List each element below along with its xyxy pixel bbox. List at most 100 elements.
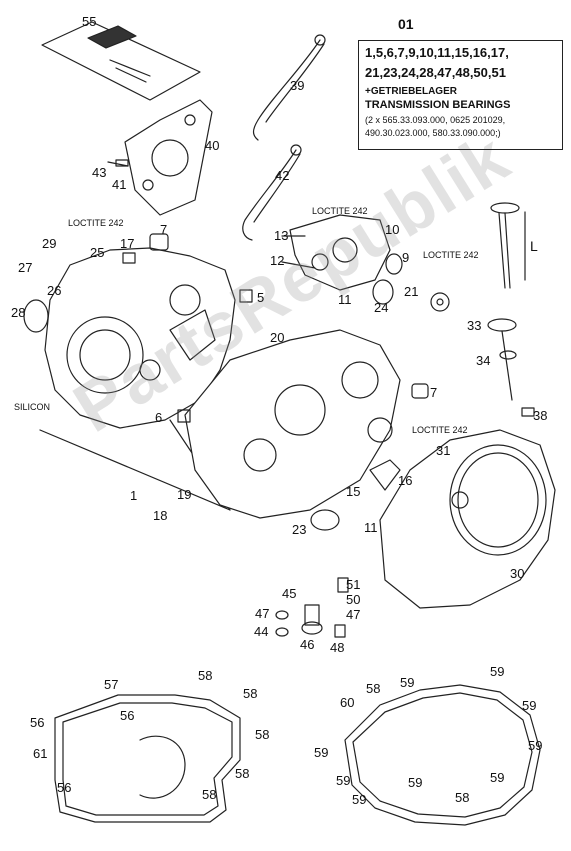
part-label: 29: [42, 236, 57, 251]
part-label: 60: [340, 695, 355, 710]
part-label: 56: [30, 715, 45, 730]
part-label: 28: [11, 305, 26, 320]
info-line-3: +GETRIEBELAGER: [365, 86, 457, 97]
part-label: 59: [528, 738, 543, 753]
part-label: 34: [476, 353, 491, 368]
part-label: 41: [112, 177, 127, 192]
part-label: 50: [346, 592, 361, 607]
chain-guide-42: [242, 144, 302, 241]
part-label: 58: [198, 668, 213, 683]
part-label: 43: [92, 165, 107, 180]
part-label: 21: [404, 284, 419, 299]
oil-screen-46: [304, 604, 320, 626]
part-label: 7: [160, 222, 168, 237]
part-label: 48: [330, 640, 345, 655]
part-label: 15: [346, 484, 361, 499]
part-label: 19: [177, 487, 192, 502]
part-label: 59: [314, 745, 329, 760]
part-label: 47: [255, 606, 270, 621]
part-label: 58: [366, 681, 381, 696]
part-label: 10: [385, 222, 400, 237]
part-label: 47: [346, 607, 361, 622]
part-label: 27: [18, 260, 33, 275]
plug-48: [334, 624, 346, 638]
info-line-2: 21,23,24,28,47,48,50,51: [365, 65, 506, 80]
part-label: 13: [274, 228, 289, 243]
part-label: 44: [254, 624, 269, 639]
part-label: 31: [436, 443, 451, 458]
loctite-note: LOCTITE 242: [423, 250, 479, 260]
bearing-23: [310, 509, 340, 531]
part-label: 59: [352, 792, 367, 807]
part-label: 45: [282, 586, 297, 601]
bush-17: [122, 252, 136, 264]
bearing-24: [372, 279, 394, 305]
part-label: 59: [490, 770, 505, 785]
screw-43: [115, 159, 129, 167]
part-label: 58: [255, 727, 270, 742]
pump-housing-10: [289, 214, 391, 291]
right-crankcase: [184, 329, 401, 519]
bracket-15: [369, 459, 401, 491]
part-label: 12: [270, 253, 285, 268]
info-line-5: (2 x 565.33.093.000, 0625 201029,: [365, 115, 506, 125]
gasket-left: [54, 694, 241, 823]
info-box: 1,5,6,7,9,10,11,15,16,17, 21,23,24,28,47…: [358, 40, 563, 150]
clutch-cover-30: [379, 429, 556, 609]
length-label: L: [530, 238, 538, 254]
left-crankcase: [44, 247, 236, 429]
info-line-1: 1,5,6,7,9,10,11,15,16,17,: [365, 45, 509, 60]
part-label: 55: [82, 14, 97, 29]
info-line-4: TRANSMISSION BEARINGS: [365, 99, 511, 111]
part-label: 51: [346, 577, 361, 592]
loctite-note: LOCTITE 242: [312, 206, 368, 216]
part-label: 42: [275, 168, 290, 183]
bush-5: [239, 289, 253, 303]
silicon-note: SILICON: [14, 402, 51, 412]
part-label: 46: [300, 637, 315, 652]
gear-symbol: [430, 292, 450, 312]
part-label: 1: [130, 488, 138, 503]
loctite-note: LOCTITE 242: [68, 218, 124, 228]
info-line-6: 490.30.023.000, 580.33.090.000;): [365, 128, 501, 138]
gasket-right: [344, 684, 541, 826]
part-label: 56: [57, 780, 72, 795]
bearing-9: [385, 253, 403, 275]
part-label: 5: [257, 290, 265, 305]
part-label: 57: [104, 677, 119, 692]
part-label: 38: [533, 408, 548, 423]
part-label: 59: [522, 698, 537, 713]
loctite-note: LOCTITE 242: [412, 425, 468, 435]
part-label: 20: [270, 330, 285, 345]
part-label: 39: [290, 78, 305, 93]
part-label: 59: [408, 775, 423, 790]
part-label: 11: [364, 520, 378, 535]
part-label: 40: [205, 138, 220, 153]
part-label: 26: [47, 283, 62, 298]
part-label: 58: [202, 787, 217, 802]
part-label: 9: [402, 250, 410, 265]
clip-38: [521, 407, 535, 417]
seal-28: [23, 299, 49, 333]
part-label: 58: [455, 790, 470, 805]
bush-7b: [411, 383, 429, 399]
reference-number: 01: [398, 16, 414, 32]
part-label: 11: [338, 292, 352, 307]
part-label: 24: [374, 300, 389, 315]
part-label: 16: [398, 473, 413, 488]
bush-7: [149, 233, 169, 251]
part-label: 25: [90, 245, 105, 260]
part-label: 59: [400, 675, 415, 690]
part-label: 30: [510, 566, 525, 581]
chain-guide-39: [252, 34, 326, 141]
oil-plug-33: [487, 318, 517, 401]
part-label: 58: [243, 686, 258, 701]
part-label: 59: [336, 773, 351, 788]
part-label: 23: [292, 522, 307, 537]
bush-6: [177, 409, 191, 423]
part-label: 56: [120, 708, 135, 723]
part-label: 58: [235, 766, 250, 781]
part-label: 33: [467, 318, 482, 333]
plug-51: [337, 577, 349, 593]
